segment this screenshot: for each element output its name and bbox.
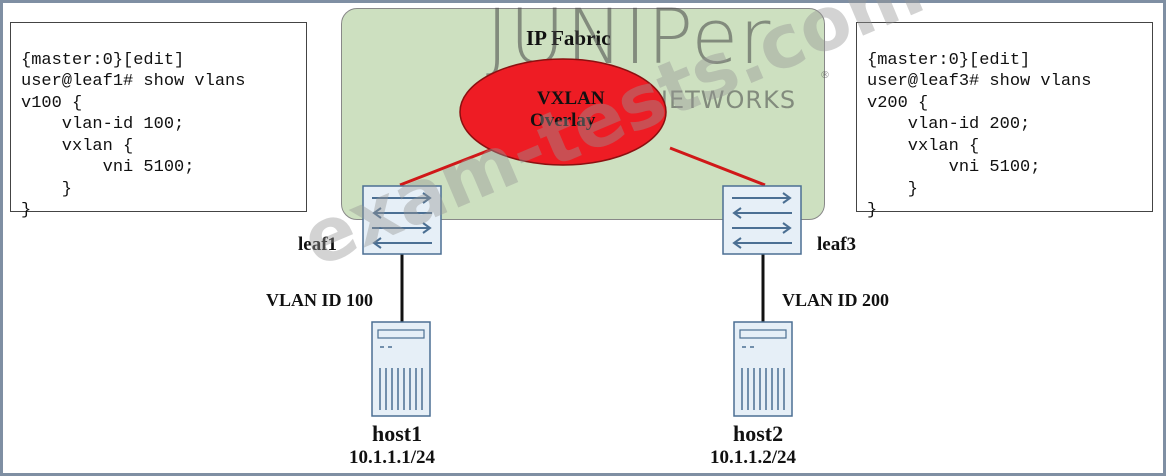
vlan-100-label: VLAN ID 100 xyxy=(266,290,374,310)
config-line: } xyxy=(21,179,73,199)
overlay-link-leaf1 xyxy=(399,146,496,187)
config-line: vxlan { xyxy=(21,136,134,156)
host1-ip: 10.1.1.1/24 xyxy=(349,447,436,468)
config-line: } xyxy=(867,179,919,199)
leaf3-switch-icon xyxy=(722,185,802,255)
juniper-networks-text: NETWORKS xyxy=(650,86,797,114)
vxlan-overlay-cloud xyxy=(459,58,667,166)
config-line: v200 { xyxy=(867,93,929,113)
vxlan-overlay-label-line1: VXLAN xyxy=(537,88,605,109)
registered-mark: ® xyxy=(820,70,830,81)
config-line: vlan-id 100; xyxy=(21,115,185,134)
config-line: user@leaf1# show vlans xyxy=(21,72,246,91)
config-line: vxlan { xyxy=(867,136,980,156)
host1-name: host1 xyxy=(372,421,423,446)
host2-name: host2 xyxy=(733,421,784,446)
vlan-200-label: VLAN ID 200 xyxy=(782,290,890,310)
config-line: vni 5100; xyxy=(21,158,195,177)
config-line: {master:0}[edit] xyxy=(867,50,1031,70)
host2-ip: 10.1.1.2/24 xyxy=(710,447,797,468)
leaf1-vlan-config: {master:0}[edit] user@leaf1# show vlans v1… xyxy=(10,22,307,220)
leaf3-vlan-config: {master:0}[edit] user@leaf3# show vlans v2… xyxy=(856,22,1153,220)
leaf1-label: leaf1 xyxy=(298,234,338,255)
leaf3-label: leaf3 xyxy=(817,234,857,255)
config-line: user@leaf3# show vlans xyxy=(867,72,1092,91)
config-line: } xyxy=(867,201,878,220)
config-line: vni 5100; xyxy=(867,158,1041,177)
config-line: {master:0}[edit] xyxy=(21,50,185,70)
host1-server-icon xyxy=(371,321,431,417)
config-line: v100 { xyxy=(21,93,83,113)
leaf1-switch-icon xyxy=(362,185,442,255)
config-line: } xyxy=(21,201,32,220)
config-line: vlan-id 200; xyxy=(867,115,1031,134)
overlay-link-leaf3 xyxy=(669,146,766,187)
ip-fabric-title: IP Fabric xyxy=(526,26,611,50)
vxlan-overlay-label-line2: Overlay xyxy=(530,110,596,131)
host2-server-icon xyxy=(733,321,793,417)
